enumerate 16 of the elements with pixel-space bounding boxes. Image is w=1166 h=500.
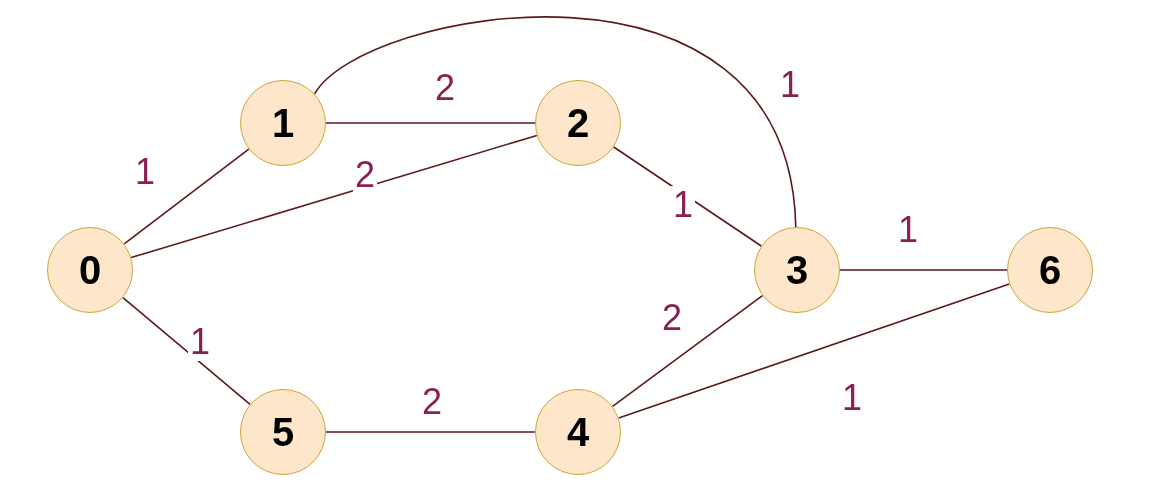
connector-line bbox=[617, 283, 1011, 419]
connector-line bbox=[123, 148, 250, 245]
connector-line bbox=[313, 16, 797, 228]
connector-line bbox=[325, 122, 536, 124]
node-number: 1 bbox=[271, 103, 295, 143]
node-number: 5 bbox=[271, 412, 295, 452]
node-number: 0 bbox=[78, 250, 102, 290]
node-number: 2 bbox=[566, 103, 590, 143]
node-number: 6 bbox=[1038, 250, 1062, 290]
node-number: 3 bbox=[785, 250, 809, 290]
connector-line bbox=[611, 294, 764, 408]
node-number: 4 bbox=[566, 412, 590, 452]
connector-line bbox=[325, 431, 536, 433]
connector-line bbox=[122, 296, 251, 406]
connector-line bbox=[839, 269, 1008, 271]
connector-line bbox=[130, 134, 538, 259]
